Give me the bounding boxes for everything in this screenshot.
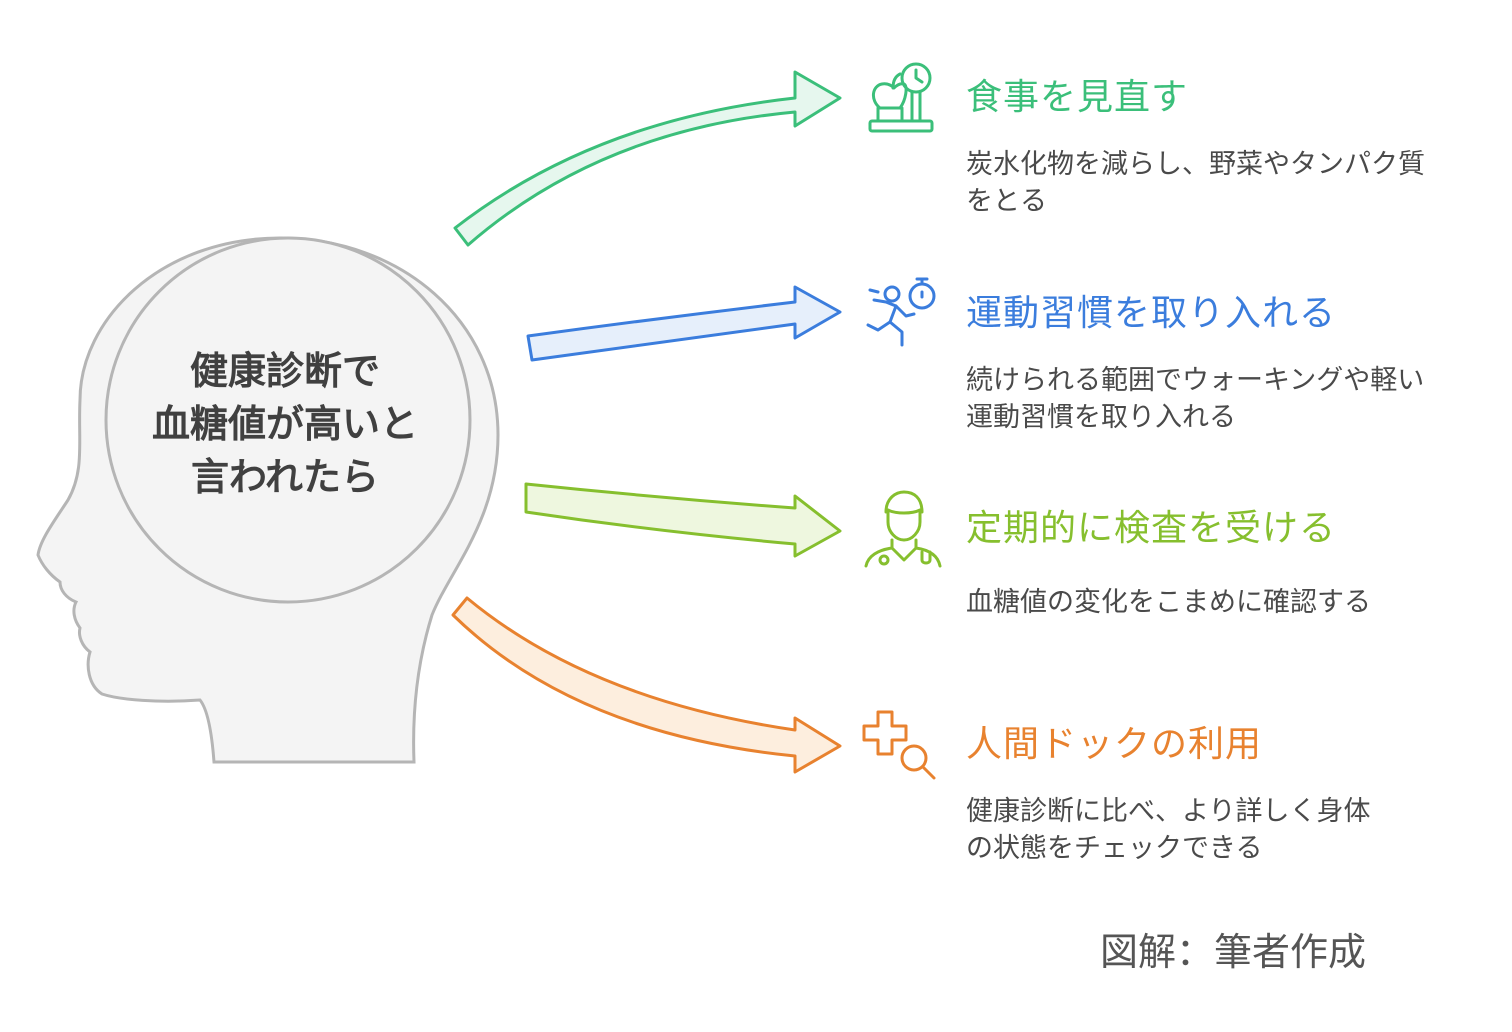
runner-stopwatch-icon: [866, 277, 936, 347]
item-exercise-desc-1: 続けられる範囲でウォーキングや軽い: [966, 365, 1425, 396]
brain-circle: [104, 236, 472, 604]
item-dock-desc-1: 健康診断に比べ、より詳しく身体: [966, 796, 1371, 827]
item-diet-desc-1: 炭水化物を減らし、野菜やタンパク質: [966, 149, 1425, 180]
item-dock-title: 人間ドックの利用: [966, 724, 1263, 765]
center-line-1: 健康診断で: [189, 349, 380, 393]
center-question: 健康診断で 血糖値が高いと 言われたら: [120, 345, 450, 504]
doctor-icon: [864, 490, 942, 568]
item-exercise-title: 運動習慣を取り入れる: [966, 293, 1337, 334]
scale-food-icon: [868, 62, 934, 133]
item-checkup-title: 定期的に検査を受ける: [966, 508, 1337, 549]
item-dock-desc-2: の状態をチェックできる: [966, 833, 1263, 864]
figure-caption: 図解：筆者作成: [1100, 930, 1367, 974]
item-diet-title: 食事を見直す: [966, 77, 1189, 118]
arrow-dock: [451, 596, 842, 774]
arrow-exercise: [526, 285, 842, 362]
arrow-diet: [453, 70, 842, 247]
item-diet-desc-2: をとる: [966, 186, 1047, 217]
arrow-checkup: [524, 482, 842, 558]
center-line-3: 言われたら: [190, 455, 380, 499]
item-exercise-desc-2: 運動習慣を取り入れる: [966, 402, 1236, 433]
item-checkup-desc-1: 血糖値の変化をこまめに確認する: [966, 587, 1371, 618]
center-line-2: 血糖値が高いと: [151, 402, 418, 446]
medical-cross-search-icon: [862, 710, 936, 780]
